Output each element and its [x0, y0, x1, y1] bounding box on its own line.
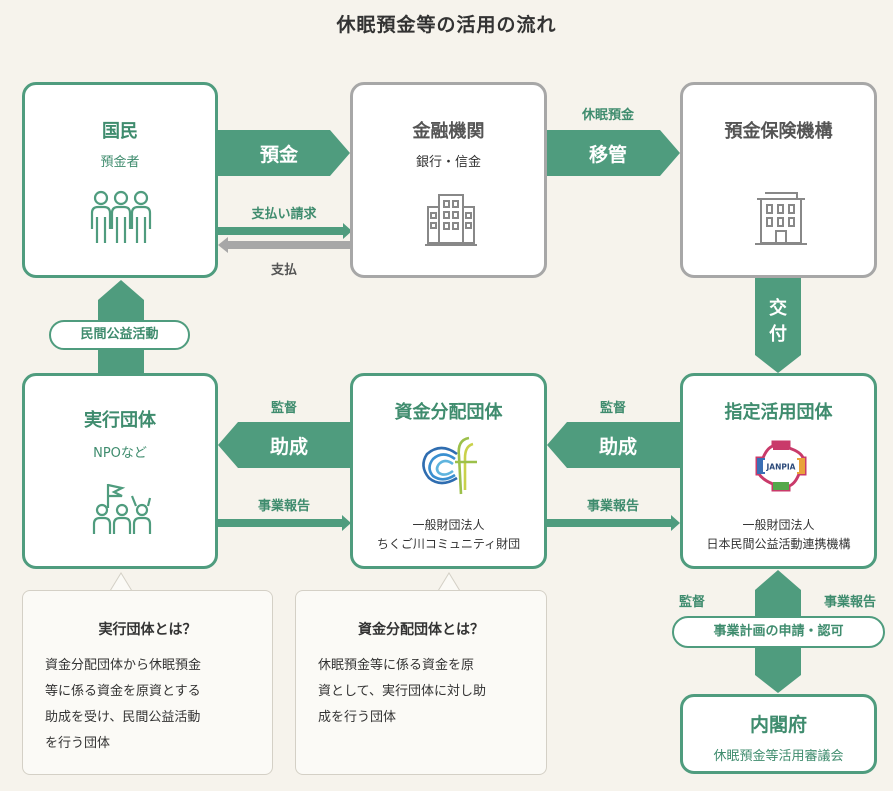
subsidy-label-1: 助成: [269, 436, 308, 458]
building-icon: [755, 192, 807, 245]
financial-title: 金融機関: [412, 121, 485, 142]
transfer-label: 移管: [588, 144, 627, 166]
transfer-top-label: 休眠預金: [581, 108, 634, 123]
report-label-3: 事業報告: [823, 595, 876, 610]
implementer-note-body: 資金分配団体から休眠預金 等に係る資金を原資とする 助成を受け、民間公益活動 を…: [45, 653, 201, 757]
implementer-box: 実行団体 NPOなど: [22, 373, 218, 569]
fund-distributor-title: 資金分配団体: [394, 402, 503, 423]
building-icon: [425, 194, 477, 246]
payment-request-arrow: [218, 223, 352, 239]
financial-institution-box: 金融機関 銀行・信金: [350, 82, 547, 278]
designated-org-name: 日本民間公益活動連携機構: [706, 537, 851, 551]
diagram-title: 休眠預金等の活用の流れ: [336, 14, 557, 36]
implementer-title: 実行団体: [84, 410, 156, 431]
grant-label-2: 付: [769, 324, 787, 345]
chikugogawa-logo-icon: [422, 436, 477, 495]
janpia-logo-icon: JANPIA: [755, 440, 807, 492]
distributor-note: 資金分配団体とは？ 休眠預金等に係る資金を原 資として、実行団体に対し助 成を行…: [295, 590, 547, 775]
report-arrow-2: [547, 515, 680, 531]
subsidy-arrow-2: [547, 422, 680, 468]
payment-request-label: 支払い請求: [251, 207, 317, 222]
note-line: 等に係る資金を原資とする: [45, 684, 201, 699]
note-pointer-distributor: [437, 572, 461, 592]
plan-approval-pill: 事業計画の申請・認可: [672, 616, 885, 648]
grant-label-1: 交: [769, 298, 787, 319]
implementer-note: 実行団体とは？ 資金分配団体から休眠預金 等に係る資金を原資とする 助成を受け、…: [22, 590, 273, 775]
implementer-subtitle: NPOなど: [93, 446, 147, 461]
distributor-note-body: 休眠預金等に係る資金を原 資として、実行団体に対し助 成を行う団体: [318, 653, 486, 731]
designated-org-type: 一般財団法人: [742, 518, 815, 532]
financial-subtitle: 銀行・信金: [415, 155, 481, 170]
deposit-label: 預金: [259, 144, 298, 166]
citizens-title: 国民: [102, 121, 138, 142]
designated-title: 指定活用団体: [724, 402, 833, 423]
people-icon: [90, 190, 152, 243]
note-line: 休眠預金等に係る資金を原: [318, 658, 475, 673]
fund-distributor-box: 資金分配団体 一般財団法人 ちくご川コミュニティ財団: [350, 373, 547, 569]
deposit-arrow: [218, 130, 350, 176]
distributor-note-title: 資金分配団体とは？: [358, 622, 484, 638]
payment-label: 支払: [270, 263, 297, 278]
report-label-2: 事業報告: [586, 499, 639, 514]
fund-distributor-org-type: 一般財団法人: [412, 518, 485, 532]
cabinet-title: 内閣府: [749, 714, 807, 736]
designated-org-box: 指定活用団体 JANPIA 一般財団法人 日本民間公益活動連携機構: [680, 373, 877, 569]
note-line: を行う団体: [45, 736, 111, 751]
note-pointer-implementer: [109, 572, 133, 592]
supervise-label-3: 監督: [678, 595, 705, 610]
report-label-1: 事業報告: [257, 499, 310, 514]
note-line: 助成を受け、民間公益活動: [45, 710, 201, 725]
subsidy-label-2: 助成: [598, 436, 637, 458]
janpia-logo-text: JANPIA: [766, 463, 796, 472]
supervise-label-2: 監督: [599, 401, 626, 416]
cabinet-subtitle: 休眠預金等活用審議会: [713, 749, 844, 764]
implementer-note-title: 実行団体とは？: [98, 622, 197, 638]
citizens-box: 国民 預金者: [22, 82, 218, 278]
cabinet-office-box: 内閣府 休眠預金等活用審議会: [680, 694, 877, 774]
civic-activity-pill: 民間公益活動: [49, 320, 190, 350]
citizens-subtitle: 預金者: [100, 155, 140, 170]
deposit-insurance-title: 預金保険機構: [724, 121, 833, 142]
transfer-arrow: [547, 130, 680, 176]
flag-people-icon: [92, 483, 152, 534]
grant-arrow: [755, 278, 801, 373]
note-line: 資金分配団体から休眠預金: [45, 658, 202, 673]
deposit-insurance-box: 預金保険機構: [680, 82, 877, 278]
report-arrow-1: [218, 515, 351, 531]
fund-distributor-org-name: ちくご川コミュニティ財団: [376, 537, 521, 551]
payment-arrow: [218, 237, 350, 253]
note-line: 資として、実行団体に対し助: [318, 684, 486, 699]
subsidy-arrow-1: [218, 422, 350, 468]
note-line: 成を行う団体: [318, 710, 397, 725]
supervise-label-1: 監督: [270, 401, 297, 416]
